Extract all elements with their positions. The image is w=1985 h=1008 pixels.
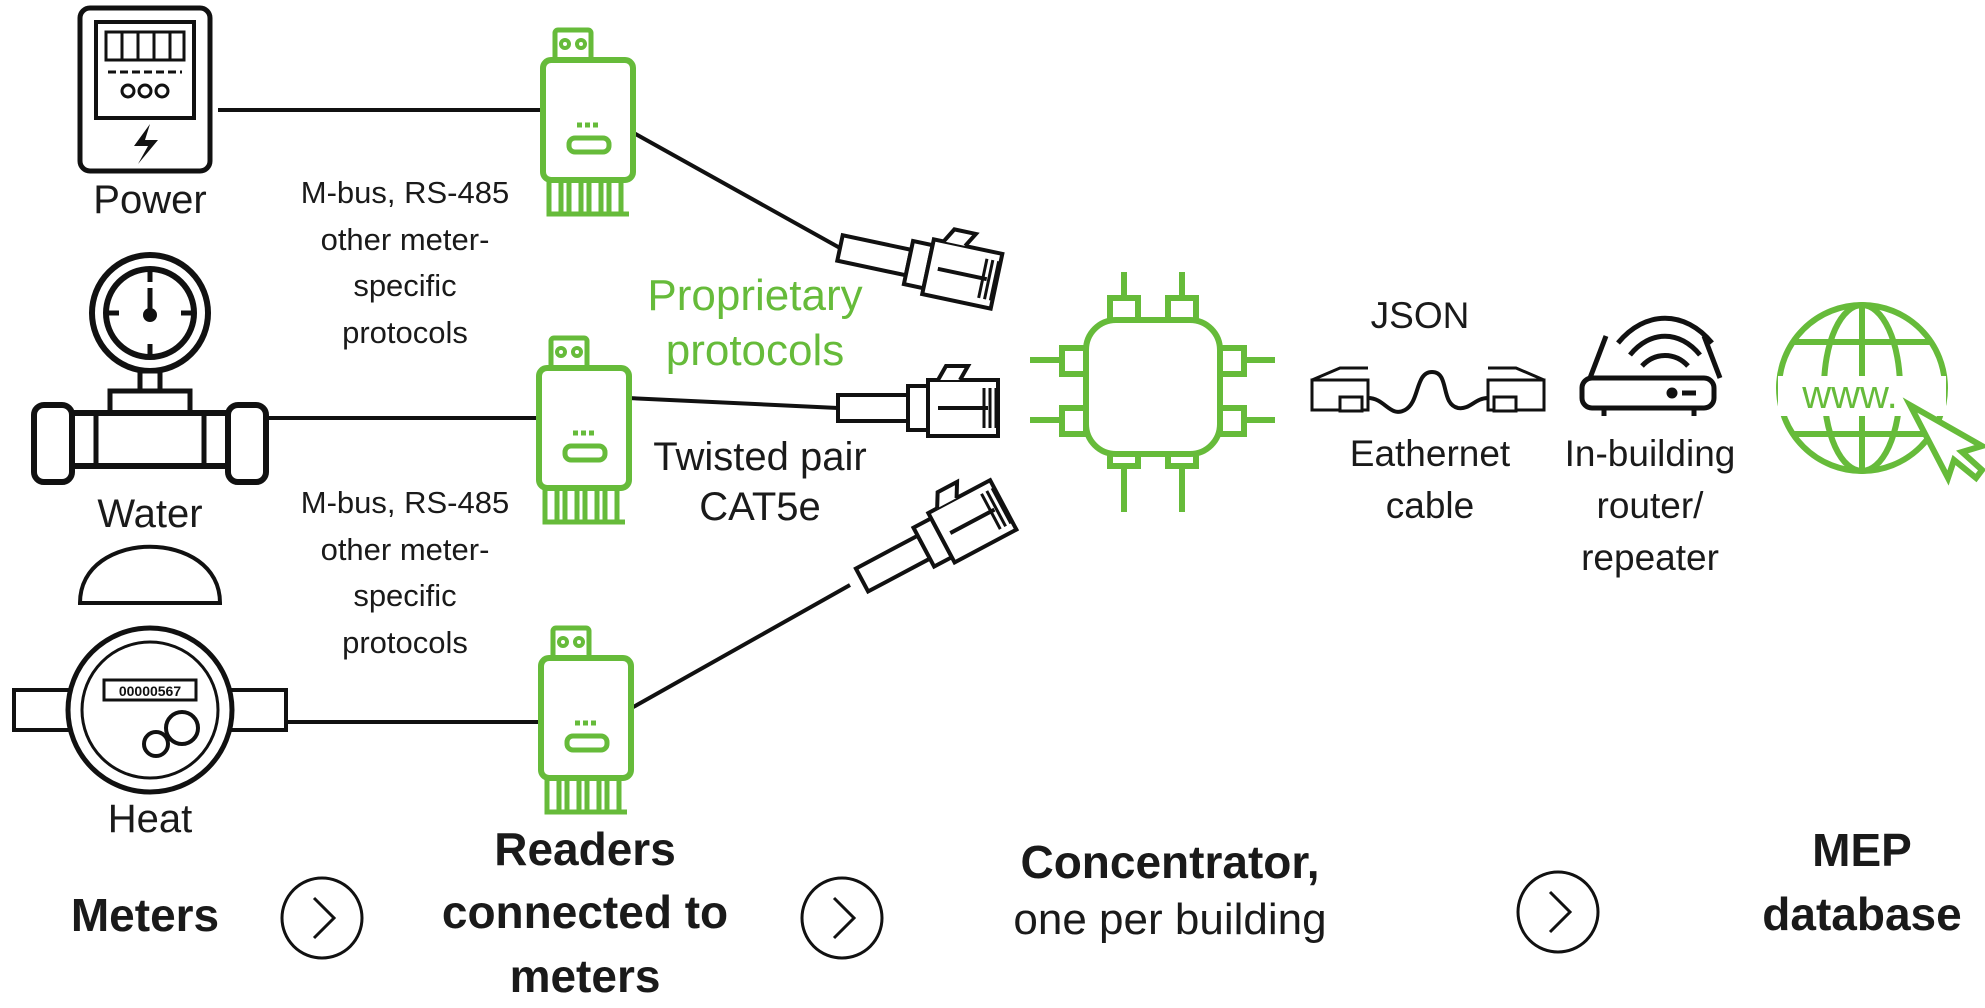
ethernet-cable-icon	[1310, 366, 1546, 414]
www-label: www.	[1801, 373, 1898, 417]
reader-bottom-cable	[627, 583, 851, 712]
reader-mid-cable	[627, 396, 839, 410]
reader-top-cable	[631, 130, 841, 250]
heat-meter-icon: 00000567	[12, 544, 288, 795]
ethernet-cable-label: Eathernet cable	[1349, 433, 1511, 526]
twisted-pair-label: Twisted pair CAT5e	[653, 435, 867, 529]
power-label: Power	[93, 178, 207, 222]
router-icon	[1579, 315, 1723, 416]
footer-readers: Readers connected to meters	[441, 823, 729, 1002]
footer-meters: Meters	[70, 889, 220, 941]
footer-concentrator: Concentrator, one per building	[1013, 836, 1327, 945]
router-label: In-building router/ repeater	[1564, 433, 1736, 578]
proprietary-protocols-label: Proprietary protocols	[647, 271, 863, 375]
water-meter-icon	[31, 252, 269, 485]
chip-icon	[1030, 272, 1275, 512]
chevron-right-icon	[800, 876, 884, 960]
water-label: Water	[97, 492, 203, 536]
reader-icon	[541, 628, 631, 812]
footer-mep-database: MEP database	[1762, 824, 1962, 941]
heat-label: Heat	[107, 797, 193, 841]
power-meter-icon	[77, 5, 213, 174]
heat-meter-display: 00000567	[119, 683, 182, 699]
globe-icon	[1776, 302, 1985, 486]
protocols-upper-label: M-bus, RS-485 other meter- specific prot…	[300, 175, 510, 350]
chevron-right-icon	[280, 876, 364, 960]
chevron-right-icon	[1516, 870, 1600, 954]
protocols-lower-label: M-bus, RS-485 other meter- specific prot…	[300, 485, 510, 660]
reader-icon	[543, 30, 633, 214]
json-label: JSON	[1370, 295, 1470, 336]
